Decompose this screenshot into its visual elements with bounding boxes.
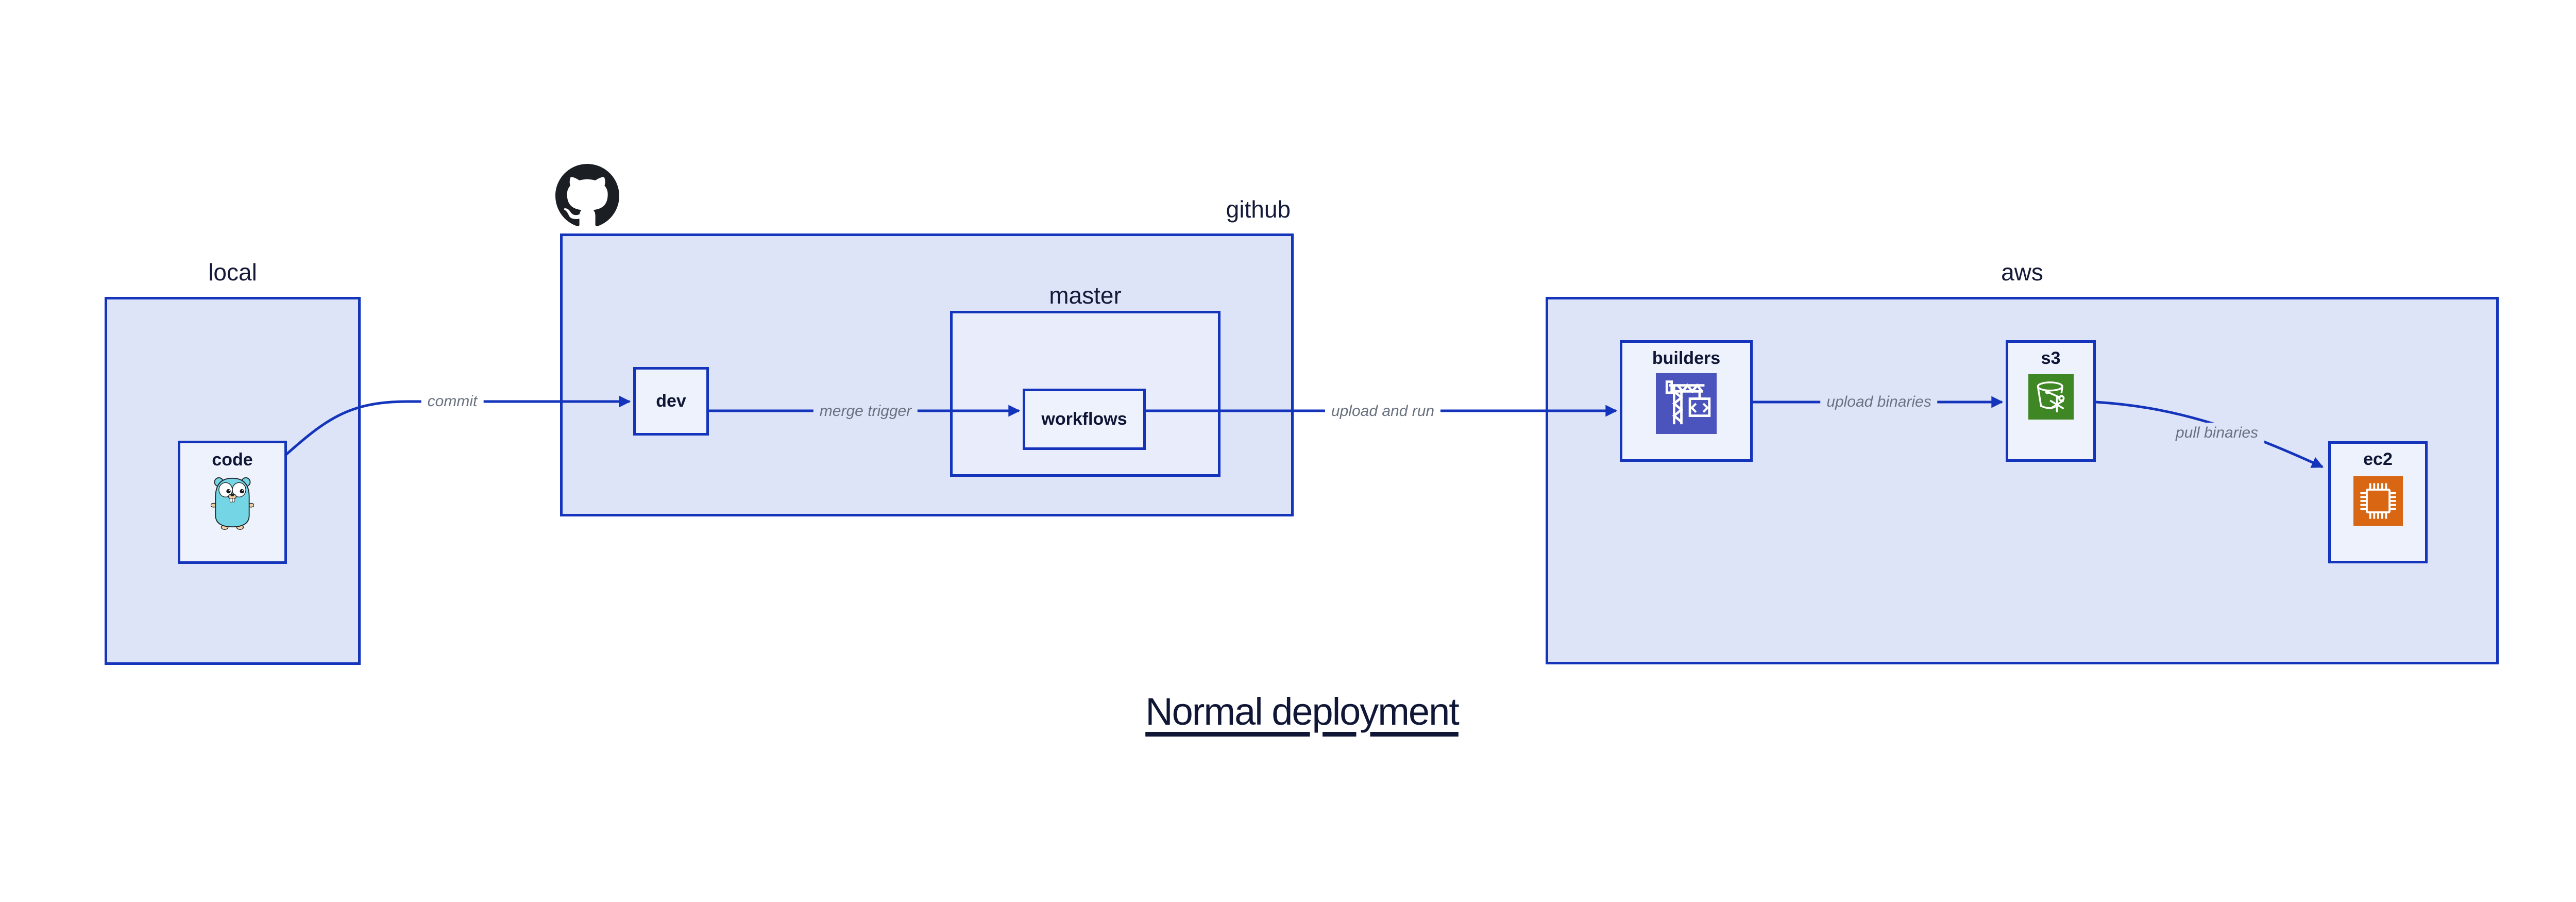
s3-node-label: s3 <box>2041 348 2061 368</box>
dev-node-label: dev <box>656 391 686 411</box>
edge-label-commit: commit <box>421 391 484 412</box>
github-group-label: github <box>1226 196 1291 223</box>
local-group-label: local <box>208 259 257 286</box>
master-group-label: master <box>1049 282 1122 309</box>
ec2-node-label: ec2 <box>2363 449 2393 469</box>
edge-label-merge-trigger: merge trigger <box>813 401 918 422</box>
dev-node: dev <box>633 367 709 436</box>
edge-label-upload-and-run: upload and run <box>1325 401 1441 422</box>
ec2-node: ec2 <box>2328 441 2428 563</box>
code-node-label: code <box>212 450 253 470</box>
edge-label-upload-binaries: upload binaries <box>1820 392 1938 412</box>
workflows-node-label: workflows <box>1041 409 1127 429</box>
aws-group-label: aws <box>2001 259 2043 286</box>
aws-ec2-icon <box>2353 476 2403 526</box>
builders-node-label: builders <box>1652 348 1721 368</box>
aws-codebuild-icon <box>1656 373 1717 435</box>
s3-node: s3 <box>2006 340 2096 462</box>
aws-s3-glacier-icon <box>2028 374 2074 420</box>
workflows-node: workflows <box>1023 389 1146 450</box>
diagram-title: Normal deployment <box>1145 690 1460 733</box>
github-octocat-icon <box>555 164 619 228</box>
code-node: code <box>178 441 287 564</box>
builders-node: builders <box>1620 340 1753 462</box>
edge-label-pull-binaries: pull binaries <box>2169 423 2265 443</box>
go-gopher-icon <box>210 474 255 531</box>
